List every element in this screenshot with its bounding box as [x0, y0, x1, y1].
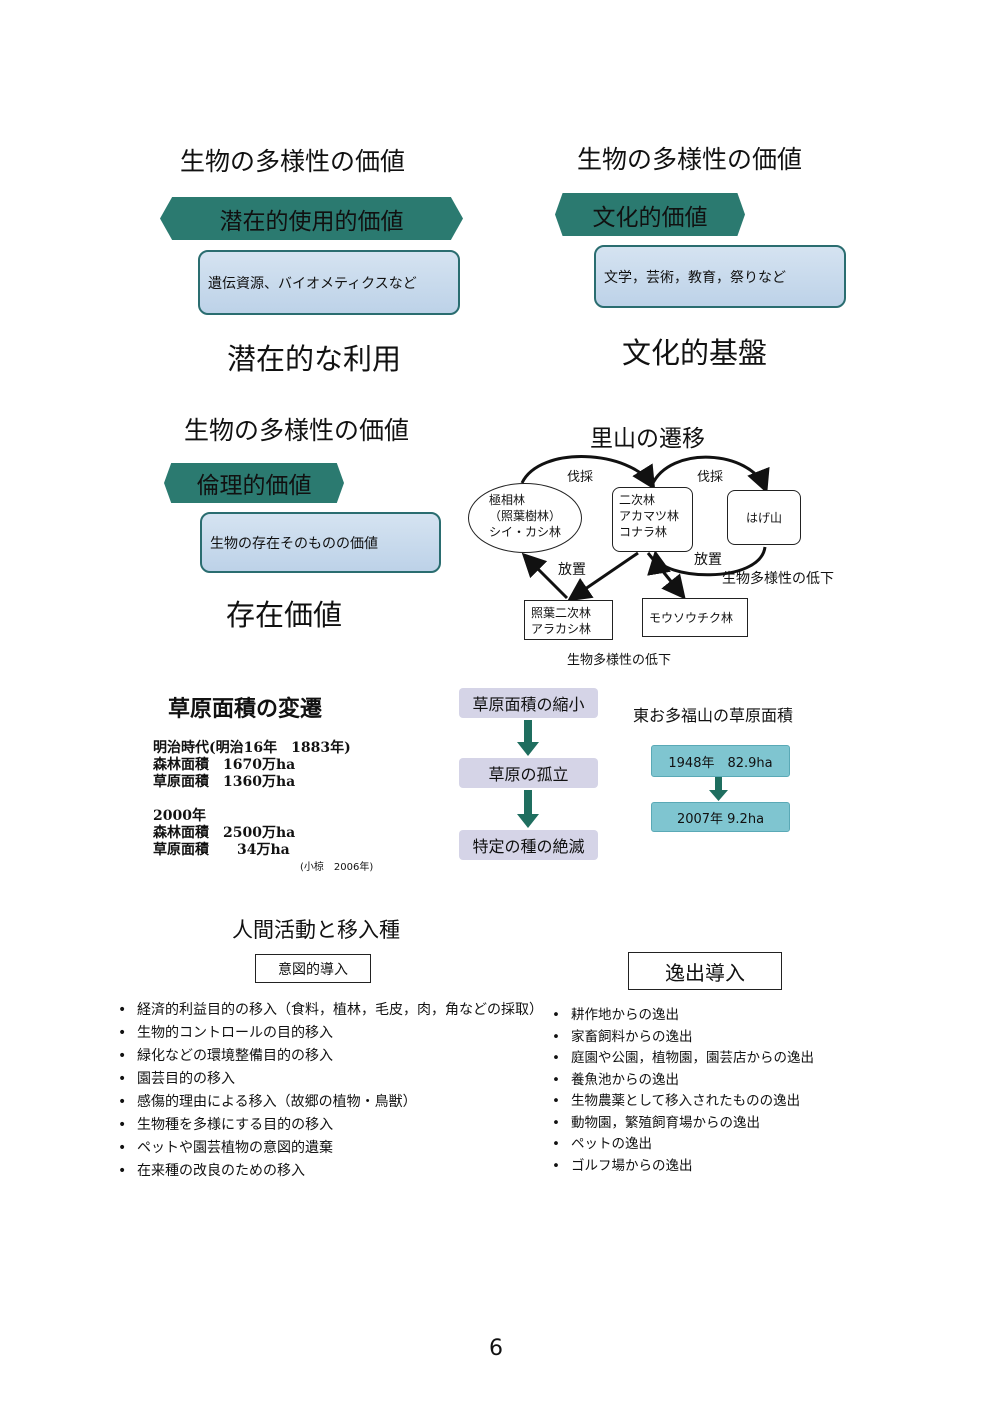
area-1948: 1948年 82.9ha [651, 745, 790, 777]
list-item: 生物種を多様にする目的の移入 [118, 1116, 538, 1134]
invasive-title: 人間活動と移入種 [232, 918, 400, 942]
panel-title: 生物の多様性の価値 [577, 145, 803, 174]
bald-mountain-node: はげ山 [727, 490, 801, 545]
escape-label: 逸出導入 [628, 952, 782, 990]
decline-label: 生物多様性の低下 [567, 653, 672, 668]
grassland-history: 明治時代(明治16年 1883年) 森林面積 1670万ha 草原面積 1360… [153, 740, 351, 859]
escape-list: 耕作地からの逸出 家畜飼料からの逸出 庭園や公園，植物園，園芸店からの逸出 養魚… [552, 1005, 814, 1177]
flow-step: 特定の種の絶滅 [459, 830, 598, 860]
list-item: ペットの逸出 [552, 1134, 814, 1156]
value-banner: 潜在的使用的価値 [160, 197, 463, 240]
leave-label: 放置 [694, 552, 722, 568]
area-2007: 2007年 9.2ha [651, 802, 790, 832]
history-line: 明治時代(明治16年 1883年) [153, 740, 351, 756]
list-item: 動物園，繁殖飼育場からの逸出 [552, 1113, 814, 1135]
node-line: アラカシ林 [531, 622, 592, 636]
list-item: ゴルフ場からの逸出 [552, 1156, 814, 1178]
node-line: コナラ林 [619, 525, 668, 539]
satoyama-title: 里山の遷移 [590, 426, 705, 452]
grassland-title: 草原面積の変遷 [168, 697, 323, 722]
list-item: 生物農薬として移入されたものの逸出 [552, 1091, 814, 1113]
cut-label: 伐採 [567, 470, 594, 485]
history-line: 森林面積 2500万ha [153, 825, 296, 841]
list-item: 庭園や公園，植物園，園芸店からの逸出 [552, 1048, 814, 1070]
list-item: 在来種の改良のための移入 [118, 1162, 538, 1180]
secondary-forest-node: 二次林 アカマツ林 コナラ林 [612, 487, 693, 552]
flow-step: 草原面積の縮小 [459, 688, 598, 718]
evergreen-secondary-node: 照葉二次林 アラカシ林 [524, 600, 613, 640]
intentional-label: 意図的導入 [255, 954, 371, 983]
decline-label: 生物多様性の低下 [722, 571, 834, 587]
list-item: 感傷的理由による移入（故郷の植物・鳥獣） [118, 1093, 538, 1111]
list-item: 養魚池からの逸出 [552, 1070, 814, 1092]
node-line: 極相林 [489, 493, 526, 507]
value-result: 潜在的な利用 [227, 342, 402, 376]
history-line: 2000年 [153, 808, 206, 824]
node-line: シイ・カシ林 [489, 525, 562, 539]
value-banner: 文化的価値 [555, 193, 745, 236]
value-result: 存在価値 [226, 598, 343, 632]
history-line: 草原面積 34万ha [153, 842, 290, 858]
node-line: 二次林 [619, 493, 656, 507]
panel-title: 生物の多様性の価値 [180, 147, 406, 176]
flow-step: 草原の孤立 [459, 758, 598, 788]
node-line: アカマツ林 [619, 509, 680, 523]
list-item: ペットや園芸植物の意図的遺棄 [118, 1139, 538, 1157]
cut-label: 伐採 [697, 470, 724, 485]
leave-label: 放置 [558, 562, 586, 578]
node-line: 照葉二次林 [531, 606, 592, 620]
page-number: 6 [489, 1336, 503, 1361]
flow-arrows [517, 720, 728, 828]
list-item: 園芸目的の移入 [118, 1070, 538, 1088]
list-item: 生物的コントロールの目的移入 [118, 1024, 538, 1042]
source-citation: (小椋 2006年) [300, 862, 374, 873]
list-item: 緑化などの環境整備目的の移入 [118, 1047, 538, 1065]
satoyama-arrows [520, 455, 770, 602]
list-item: 家畜飼料からの逸出 [552, 1027, 814, 1049]
value-example-box: 遺伝資源、バイオメティクスなど [198, 250, 460, 315]
panel-title: 生物の多様性の価値 [184, 416, 410, 445]
bamboo-forest-node: モウソウチク林 [642, 598, 748, 637]
history-line: 森林面積 1670万ha [153, 757, 296, 773]
intentional-list: 経済的利益目的の移入（食料，植林，毛皮，肉，角などの採取） 生物的コントロールの… [118, 1001, 543, 1180]
value-example-box: 文学，芸術，教育，祭りなど [594, 245, 846, 308]
value-example-box: 生物の存在そのものの価値 [200, 512, 441, 573]
climax-forest-node: 極相林 （照葉樹林） シイ・カシ林 [468, 483, 582, 553]
history-line: 草原面積 1360万ha [153, 774, 296, 790]
node-line: （照葉樹林） [489, 509, 562, 523]
value-result: 文化的基盤 [622, 336, 768, 370]
value-banner: 倫理的価値 [164, 463, 344, 503]
list-item: 耕作地からの逸出 [552, 1005, 814, 1027]
higashi-title: 東お多福山の草原面積 [633, 706, 794, 725]
list-item: 経済的利益目的の移入（食料，植林，毛皮，肉，角などの採取） [118, 1001, 543, 1019]
